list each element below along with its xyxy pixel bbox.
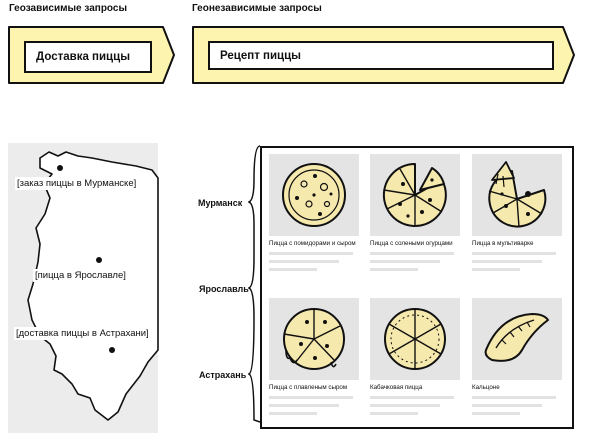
snippet-line — [472, 252, 556, 255]
card-image — [472, 154, 562, 236]
city-label-yaroslavl: Ярославль — [199, 284, 249, 294]
snippet-line — [472, 268, 520, 271]
snippet-line — [269, 268, 317, 271]
result-card[interactable]: Кабачковая пицца — [370, 298, 460, 426]
card-title: Пицца с плавленым сыром — [269, 384, 348, 391]
snippet-line — [370, 252, 454, 255]
snippet-line — [370, 396, 454, 399]
card-image — [370, 154, 460, 236]
snippet-line — [370, 268, 418, 271]
pizza-slice-lifted-icon — [488, 161, 547, 228]
result-card[interactable]: Пицца с плавленым сыром — [269, 298, 359, 426]
card-image — [269, 154, 359, 236]
whole-pizza-icon — [282, 163, 346, 227]
card-image — [472, 298, 562, 380]
snippet-line — [370, 260, 440, 263]
geo-dependent-query-field: Доставка пиццы — [24, 41, 152, 73]
city-label-murmansk: Мурманск — [198, 198, 243, 208]
card-title: Кальцоне — [472, 384, 500, 391]
zucchini-pizza-icon — [384, 308, 446, 370]
russia-map — [27, 151, 159, 421]
melted-cheese-pizza-icon — [283, 308, 345, 370]
card-image — [269, 298, 359, 380]
calzone-icon — [484, 313, 549, 362]
result-card[interactable]: Пицца с помидорами и сыром — [269, 154, 359, 282]
search-results-panel: Пицца с помидорами и сыром Пицца с солен… — [260, 146, 574, 429]
card-title: Пицца с солеными огурцами — [370, 240, 453, 247]
map-label-astrakhan: [доставка пиццы в Астрахани] — [14, 327, 151, 340]
snippet-line — [269, 396, 353, 399]
snippet-line — [472, 404, 542, 407]
yaroslavl-dot — [96, 257, 102, 263]
card-image — [370, 298, 460, 380]
map-label-murmansk: [заказ пиццы в Мурманске] — [15, 177, 139, 190]
snippet-line — [269, 404, 339, 407]
snippet-line — [269, 260, 339, 263]
geo-independent-heading: Геонезависимые запросы — [192, 3, 322, 14]
map-landmass — [27, 151, 159, 421]
sliced-pizza-icon — [382, 162, 447, 227]
snippet-line — [370, 412, 418, 415]
geo-independent-query-field: Рецепт пиццы — [208, 41, 554, 70]
card-title: Пицца с помидорами и сыром — [269, 240, 356, 247]
snippet-line — [269, 252, 353, 255]
snippet-line — [472, 396, 556, 399]
snippet-line — [472, 412, 520, 415]
card-title: Кабачковая пицца — [370, 384, 423, 391]
murmansk-dot — [57, 165, 63, 171]
astrakhan-dot — [109, 347, 115, 353]
snippet-line — [370, 404, 440, 407]
result-card[interactable]: Пицца в мультиварке — [472, 154, 562, 282]
result-card[interactable]: Пицца с солеными огурцами — [370, 154, 460, 282]
result-card[interactable]: Кальцоне — [472, 298, 562, 426]
map-label-yaroslavl: [пицца в Ярославле] — [33, 269, 128, 282]
geo-dependent-heading: Геозависимые запросы — [9, 3, 128, 14]
snippet-line — [269, 412, 317, 415]
city-brackets — [248, 145, 261, 423]
card-title: Пицца в мультиварке — [472, 240, 534, 247]
snippet-line — [472, 260, 542, 263]
city-label-astrakhan: Астрахань — [199, 370, 247, 380]
